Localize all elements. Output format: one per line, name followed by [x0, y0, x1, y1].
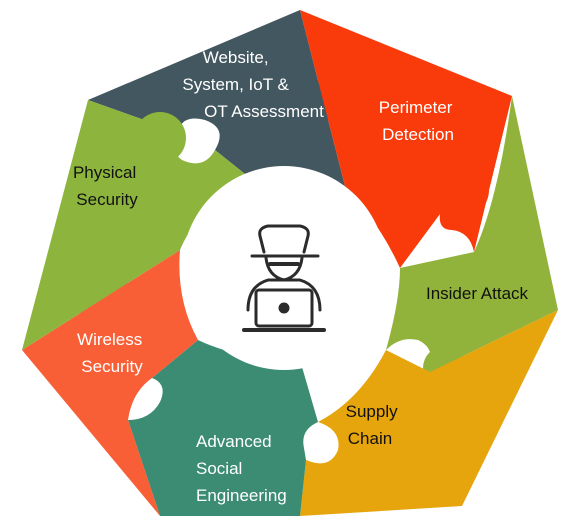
segment-social-engineering — [128, 340, 318, 516]
label-physical-line-2: Security — [76, 190, 138, 209]
label-social-line-2: Social — [196, 459, 242, 478]
segment-physical-security — [22, 100, 250, 350]
labels: Website, System, IoT & OT Assessment Per… — [73, 48, 529, 505]
label-perimeter-line-2: Detection — [382, 125, 454, 144]
label-supply: Supply Chain — [346, 402, 403, 448]
label-website-line-3: OT Assessment — [204, 102, 324, 121]
segment-physical-bump — [134, 112, 186, 164]
center-circle — [182, 166, 386, 370]
segments — [22, 10, 558, 516]
label-wireless-line-1: Wireless — [77, 330, 142, 349]
label-perimeter: Perimeter Detection — [379, 98, 457, 144]
label-insider: Insider Attack — [426, 284, 529, 303]
label-website-line-1: Website, — [203, 48, 269, 67]
label-social: Advanced Social Engineering — [196, 432, 287, 505]
segment-wireless-security — [22, 250, 198, 516]
label-wireless-line-2: Security — [81, 357, 143, 376]
label-perimeter-line-1: Perimeter — [379, 98, 453, 117]
label-website-line-2: System, IoT & — [182, 75, 289, 94]
label-insider-line-1: Insider Attack — [426, 284, 529, 303]
label-supply-line-2: Chain — [348, 429, 392, 448]
label-physical-line-1: Physical — [73, 163, 136, 182]
label-social-line-1: Advanced — [196, 432, 272, 451]
segment-supply-chain — [300, 310, 558, 516]
label-supply-line-1: Supply — [346, 402, 398, 421]
segment-insider-attack — [386, 96, 558, 372]
hacker-with-laptop-icon — [242, 224, 326, 332]
label-social-line-3: Engineering — [196, 486, 287, 505]
label-wireless: Wireless Security — [77, 330, 147, 376]
segment-website-assessment — [88, 10, 346, 190]
segment-social-bump — [152, 406, 204, 458]
segment-perimeter-bump — [435, 163, 489, 217]
label-physical: Physical Security — [73, 163, 141, 209]
label-website: Website, System, IoT & OT Assessment — [182, 48, 324, 121]
